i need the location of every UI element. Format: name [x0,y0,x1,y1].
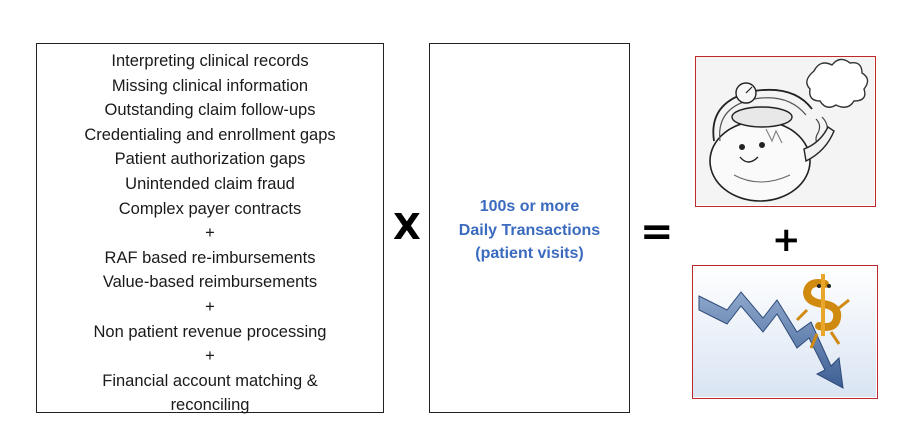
falling-dollar-image [692,265,878,399]
problem-list-box: Interpreting clinical records Missing cl… [36,43,384,414]
falling-dollar-chart-icon [693,266,876,397]
plus-separator: + [205,297,215,316]
problem-line: Unintended claim fraud [125,174,295,193]
problem-line: Outstanding claim follow-ups [104,101,316,120]
problem-line: Non patient revenue processing [93,322,327,341]
plus-operator: + [772,220,801,260]
problem-line: Patient authorization gaps [114,150,306,169]
problem-line: Credentialing and enrollment gaps [84,125,336,144]
multiply-operator: X [393,207,421,248]
problem-line: Financial account matching & [102,371,318,390]
problem-line: RAF based re-imbursements [104,248,316,267]
transactions-box: 100s or more Daily Transactions (patient… [429,43,630,413]
equals-operator: = [640,209,674,255]
problem-line: Missing clinical information [111,76,309,95]
problem-line: Complex payer contracts [118,199,302,218]
boiling-kettle-image [695,56,876,207]
problem-line: Interpreting clinical records [111,52,309,70]
transactions-line: Daily Transactions [458,221,601,239]
plus-separator: + [205,347,215,366]
boiling-kettle-icon [696,57,874,205]
problem-list: Interpreting clinical records Missing cl… [37,49,383,418]
problem-line: reconciling [170,396,250,415]
transactions-line: (patient visits) [475,245,584,262]
transactions-text: 100s or more Daily Transactions (patient… [430,195,629,266]
problem-line: Value-based reimbursements [102,273,318,292]
transactions-line: 100s or more [479,198,580,215]
plus-separator: + [205,224,215,243]
